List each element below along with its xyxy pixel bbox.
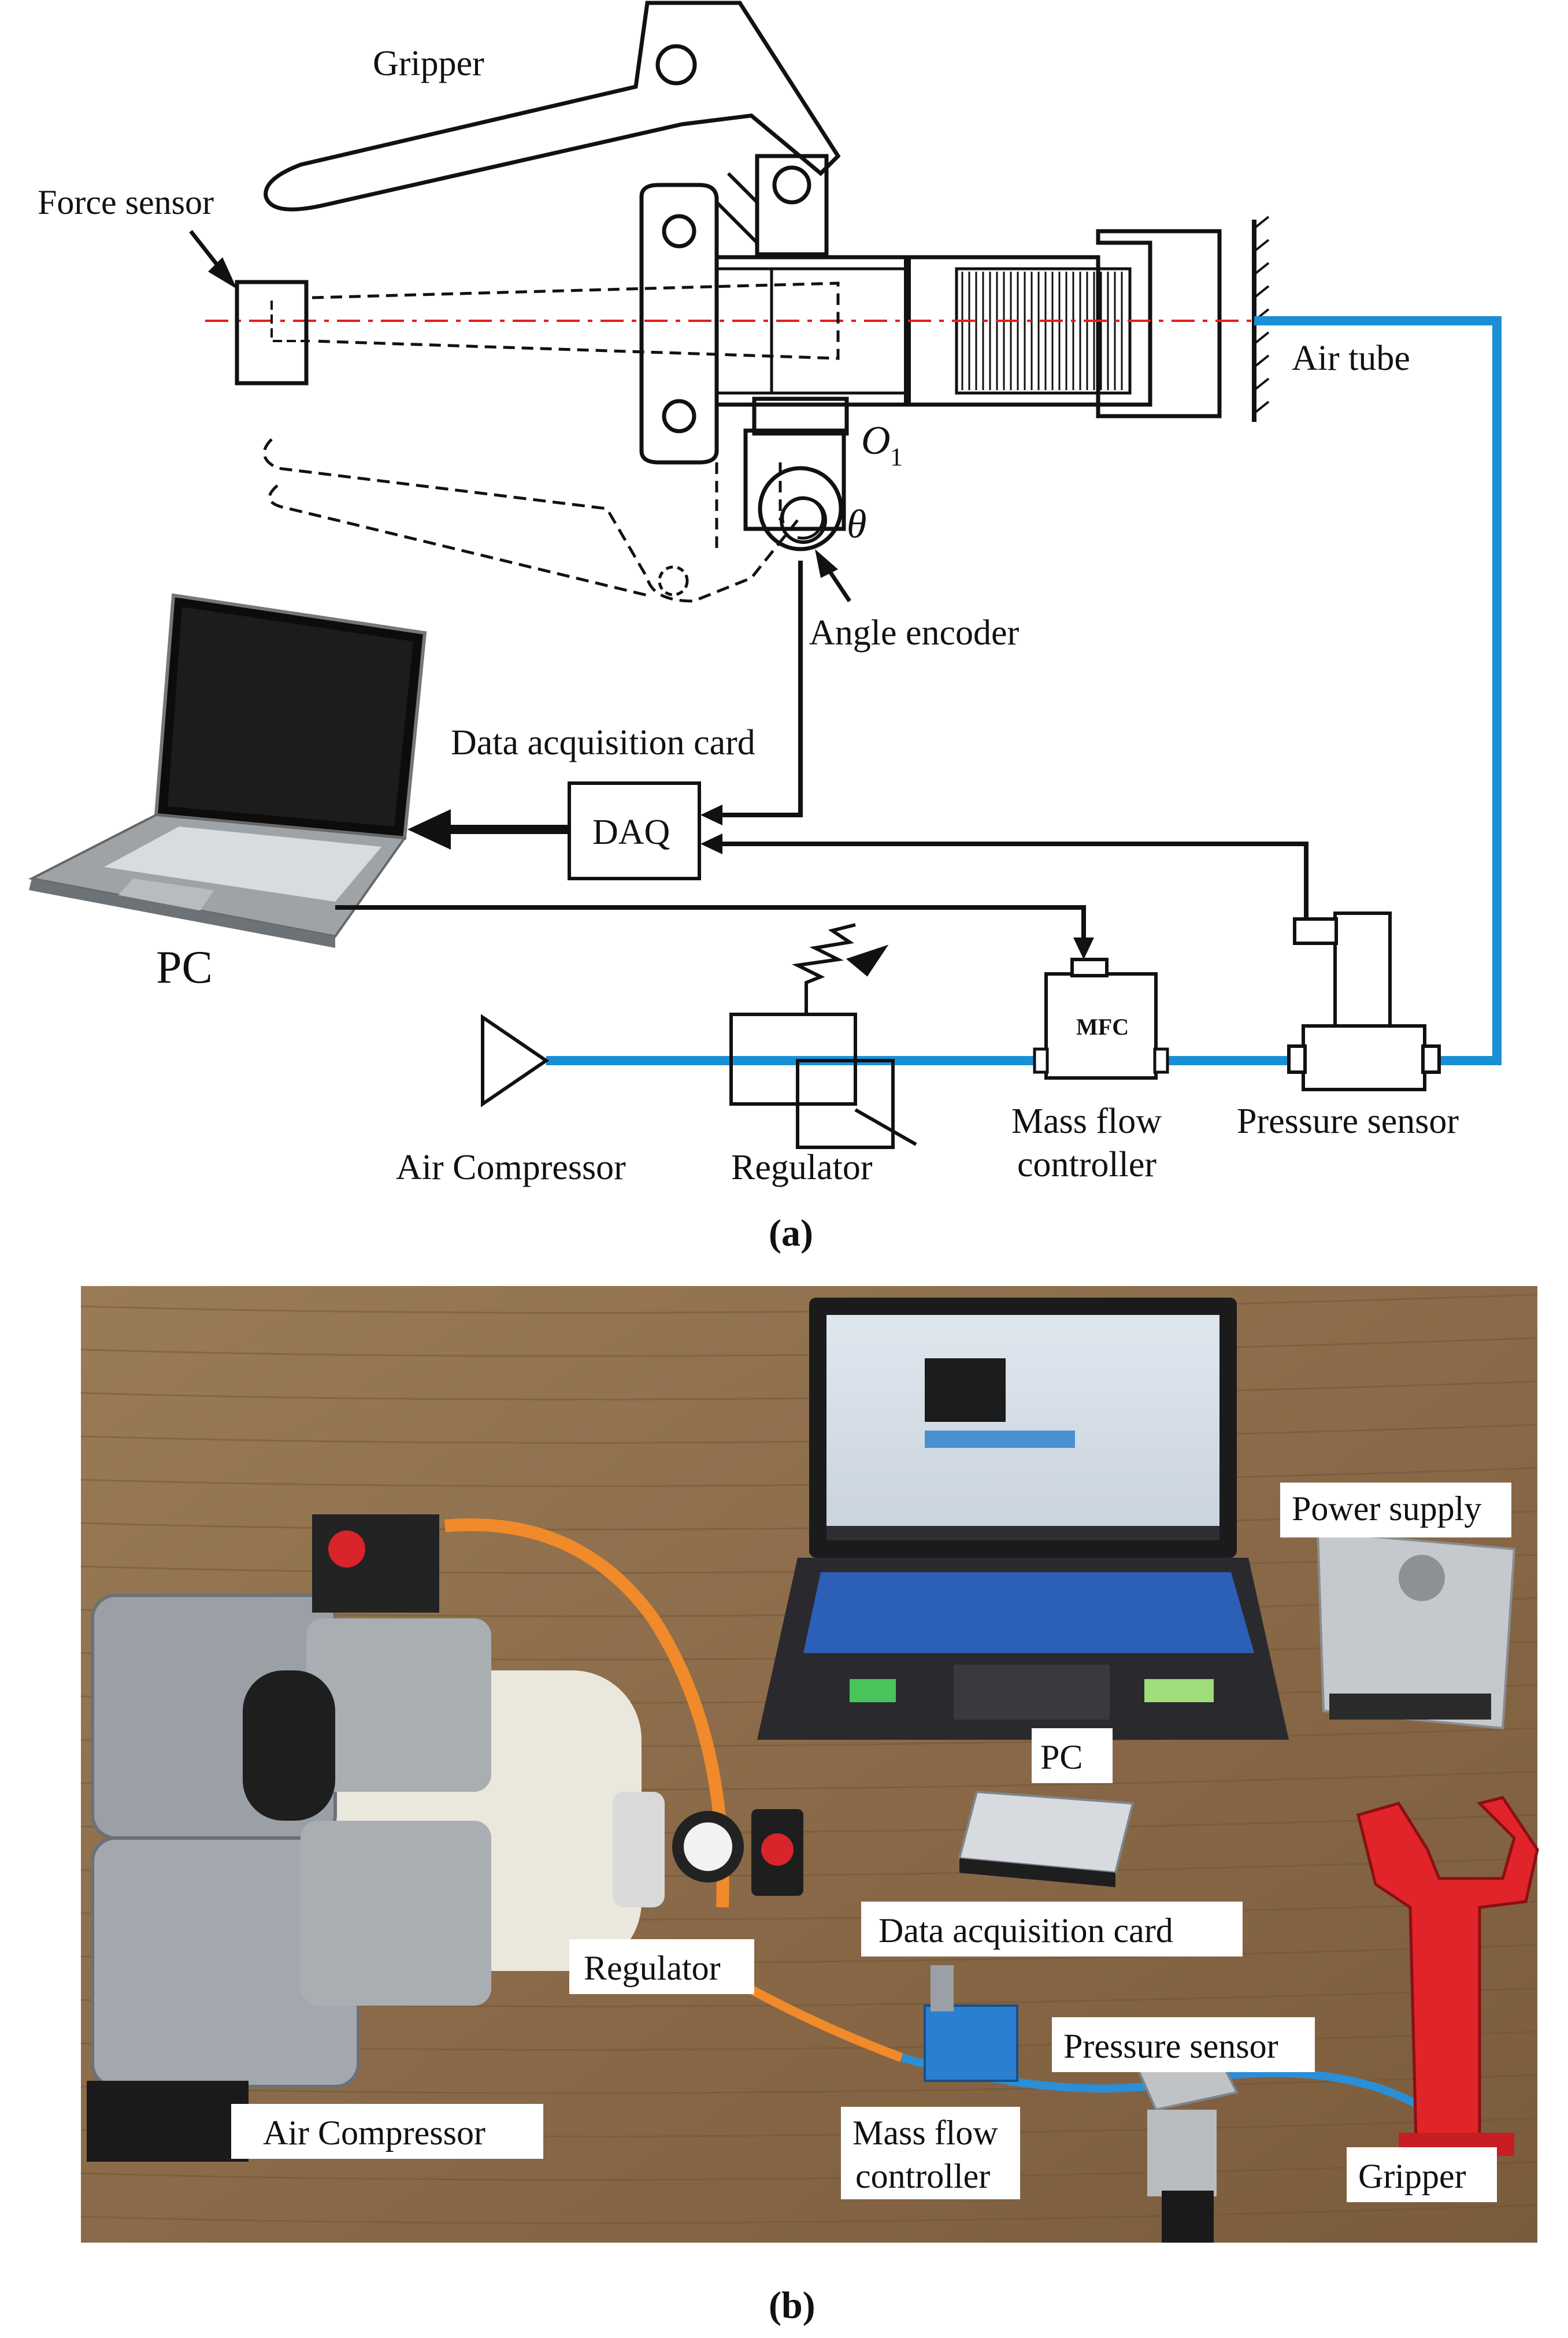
linkage-pivot-lower bbox=[662, 399, 696, 433]
photo-label-pc: PC bbox=[1040, 1738, 1083, 1776]
air-compressor-symbol bbox=[481, 1014, 550, 1107]
pressure-signal-line bbox=[720, 842, 1308, 919]
photo-label-mfc-1: Mass flow bbox=[852, 2114, 998, 2152]
end-cap bbox=[1096, 229, 1222, 418]
body-pivot-block bbox=[755, 154, 829, 257]
floor-grain-line bbox=[80, 1424, 1538, 1444]
label-air-tube: Air tube bbox=[1292, 339, 1410, 378]
photo-power-supply bbox=[1316, 1530, 1516, 1730]
photo-label-pressure-sensor: Pressure sensor bbox=[1063, 2027, 1278, 2065]
bellows-spring bbox=[955, 267, 1132, 395]
floor-grain-line bbox=[80, 2161, 1538, 2181]
photo-label-daq: Data acquisition card bbox=[878, 1911, 1173, 1950]
gripper-upper-jaw bbox=[264, 1, 841, 212]
panel-b-photo: Power supply PC Data acquisition card Re… bbox=[80, 1286, 1539, 2326]
floor-grain-line bbox=[80, 1337, 1538, 1357]
dashed-jaw-upper bbox=[312, 281, 840, 360]
label-theta: θ bbox=[847, 502, 866, 547]
daq-box bbox=[568, 781, 701, 880]
dashed-jaw-lower bbox=[262, 438, 799, 603]
floor-grain-line bbox=[80, 1380, 1538, 1400]
encoder-disc bbox=[758, 466, 843, 551]
label-regulator: Regulator bbox=[731, 1148, 873, 1187]
label-angle-encoder: Angle encoder bbox=[809, 613, 1020, 653]
photo-label-power-supply: Power supply bbox=[1292, 1489, 1481, 1528]
mfc-box bbox=[1044, 972, 1158, 1080]
photo-regulator bbox=[613, 1792, 803, 1907]
photo-label-mfc-2: controller bbox=[855, 2157, 990, 2195]
floor-grain-line bbox=[80, 2074, 1538, 2094]
encoder-body bbox=[743, 428, 846, 531]
floor-grain-line bbox=[80, 1467, 1538, 1487]
air-tube-line bbox=[1254, 316, 1502, 1065]
label-pc: PC bbox=[156, 942, 213, 993]
label-gripper: Gripper bbox=[373, 44, 484, 83]
photo-mfc bbox=[924, 1965, 1018, 2082]
force-sensor bbox=[235, 280, 309, 386]
label-data-acquisition-card: Data acquisition card bbox=[451, 723, 755, 762]
floor-grain-line bbox=[80, 2204, 1538, 2224]
body-pivot bbox=[772, 165, 811, 205]
photo-daq bbox=[958, 1790, 1135, 1887]
caption-a: (a) bbox=[769, 1212, 813, 1254]
caption-b: (b) bbox=[769, 2284, 815, 2326]
linkage-pivot-upper bbox=[662, 214, 696, 249]
photo-air-compressor bbox=[87, 1514, 729, 2162]
label-force-sensor: Force sensor bbox=[38, 183, 214, 221]
pressure-sensor-symbol bbox=[1287, 912, 1441, 1091]
photo-pressure-sensor bbox=[1131, 2044, 1239, 2243]
photo-laptop bbox=[757, 1298, 1289, 1740]
label-o1-sub: 1 bbox=[890, 443, 903, 471]
label-air-compressor: Air Compressor bbox=[396, 1148, 626, 1187]
pc-to-mfc-line bbox=[335, 905, 1086, 939]
laptop-illustration bbox=[28, 593, 427, 948]
label-pressure-sensor: Pressure sensor bbox=[1237, 1102, 1459, 1141]
label-mfc: MFC bbox=[1076, 1014, 1129, 1040]
gripper-pivot-top bbox=[655, 44, 697, 86]
label-daq: DAQ bbox=[592, 813, 670, 852]
encoder-signal-line bbox=[720, 561, 803, 817]
photo-label-gripper: Gripper bbox=[1358, 2157, 1466, 2195]
linkage-plate bbox=[639, 183, 719, 465]
floor-grain-line bbox=[80, 1554, 1538, 1574]
regulator-symbol bbox=[729, 923, 917, 1149]
floor-grain-line bbox=[80, 1294, 1538, 1314]
photo-label-air-compressor: Air Compressor bbox=[263, 2114, 485, 2152]
label-mass-flow-1: Mass flow bbox=[1011, 1102, 1162, 1141]
photo-label-regulator: Regulator bbox=[584, 1949, 721, 1987]
panel-a-schematic: Gripper Force sensor Air tube O 1 θ Angl… bbox=[28, 1, 1502, 1254]
label-mass-flow-2: controller bbox=[1017, 1145, 1156, 1184]
label-o1: O bbox=[861, 418, 891, 463]
encoder-mount bbox=[752, 397, 849, 436]
